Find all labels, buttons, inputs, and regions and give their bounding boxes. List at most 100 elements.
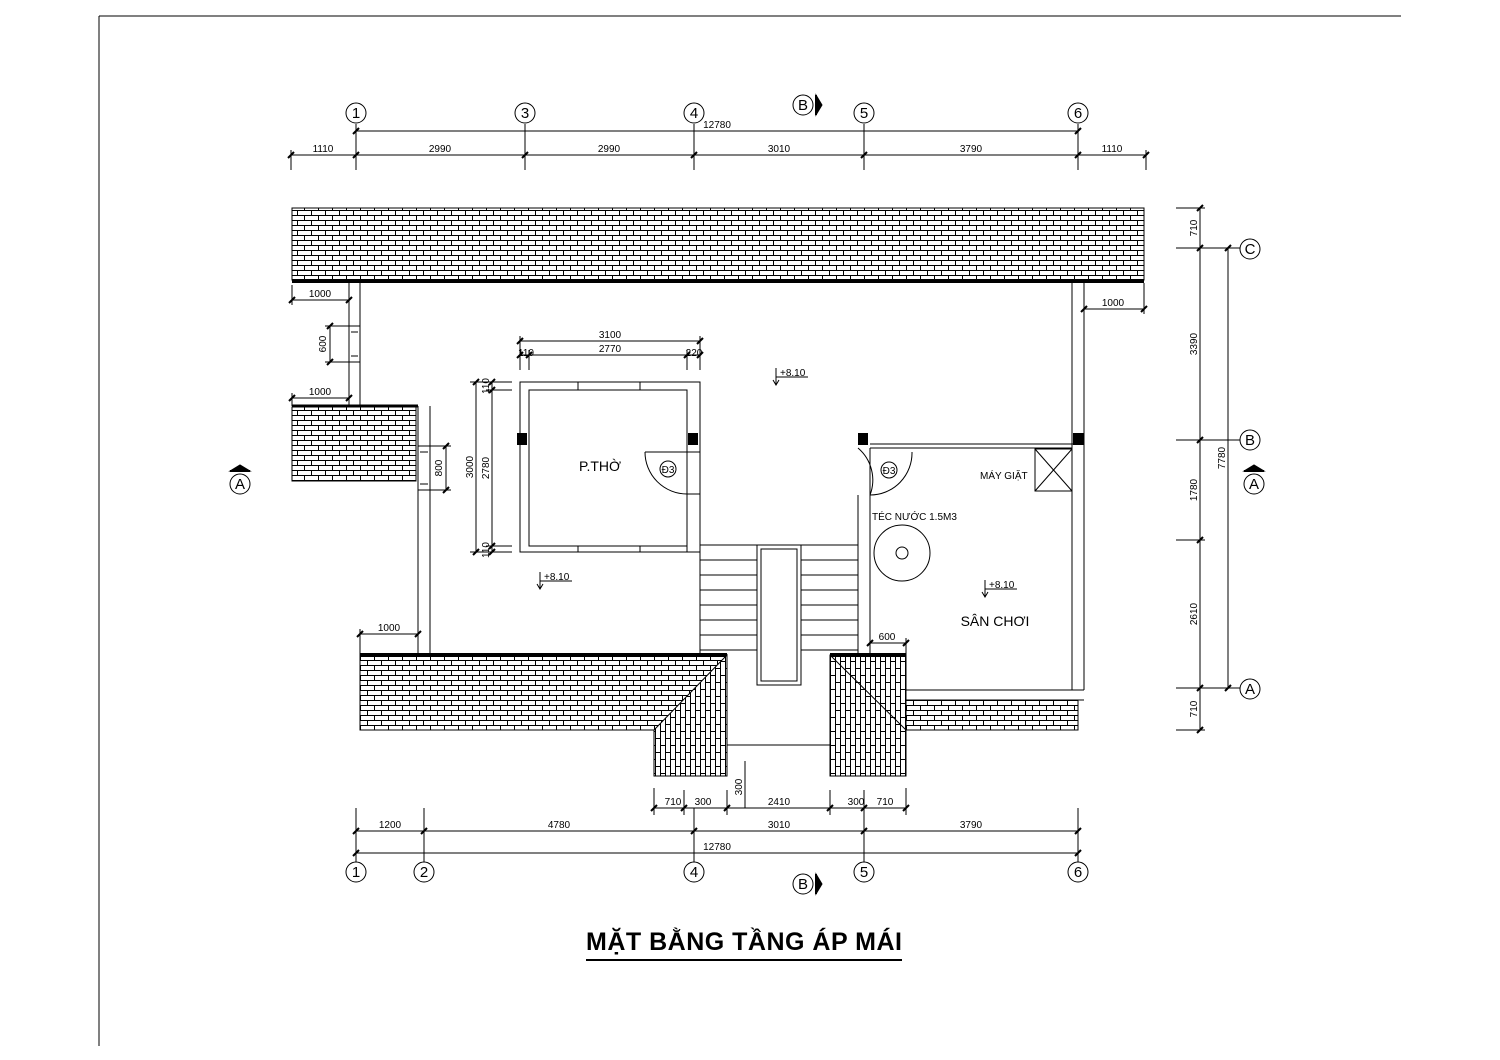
stair-column-left bbox=[858, 433, 868, 445]
dim-top-1: 1110 bbox=[313, 144, 334, 155]
dim-top-4: 3010 bbox=[768, 144, 791, 155]
dim-shrine-height-top: 110 bbox=[481, 378, 492, 394]
dim-stair-3: 2410 bbox=[768, 797, 791, 808]
dim-shrine-height-inner: 2780 bbox=[481, 456, 492, 479]
bottom-right-roof bbox=[905, 699, 1079, 731]
right-ledge-dim bbox=[866, 638, 910, 655]
water-tank bbox=[873, 524, 931, 582]
level-right: +8.10 bbox=[989, 580, 1015, 591]
washing-machine bbox=[1034, 448, 1073, 492]
door-tag-shrine: Đ3 bbox=[662, 465, 675, 476]
right-overhang-dim bbox=[1080, 283, 1148, 314]
door-tag-playground: Đ3 bbox=[883, 466, 896, 477]
dim-bottom-3: 3010 bbox=[768, 820, 791, 831]
dim-top-6: 1110 bbox=[1102, 144, 1123, 155]
top-roof-eave bbox=[291, 207, 1145, 281]
drawing-title: MẶT BẰNG TẦNG ÁP MÁI bbox=[586, 928, 903, 961]
dim-left-overhang-top: 1000 bbox=[309, 289, 332, 300]
right-axis-bubbles bbox=[1239, 238, 1261, 700]
bottom-dimension-chain bbox=[352, 808, 1082, 862]
dim-right-overhang: 1000 bbox=[1102, 298, 1125, 309]
left-side-dims bbox=[288, 285, 451, 655]
section-b-bottom-marker bbox=[792, 872, 823, 896]
washer-label: MÁY GIẶT bbox=[980, 469, 1028, 482]
dim-right-1: 710 bbox=[1189, 219, 1200, 236]
bottom-right-hip bbox=[829, 654, 907, 777]
dim-left-overhang-mid: 1000 bbox=[309, 387, 332, 398]
shrine-room-walls bbox=[519, 381, 701, 655]
axis-right-c: C bbox=[1245, 241, 1256, 258]
tank-label: TÉC NƯỚC 1.5M3 bbox=[872, 510, 957, 523]
dim-bottom-4: 3790 bbox=[960, 820, 983, 831]
level-markers bbox=[536, 368, 1017, 598]
section-a-right-label: A bbox=[1249, 476, 1259, 493]
top-dimension-chain bbox=[287, 124, 1150, 170]
dim-stair-depth: 300 bbox=[734, 778, 745, 795]
axis-top-6: 6 bbox=[1074, 105, 1082, 122]
dim-stair-2: 300 bbox=[695, 797, 712, 808]
axis-top-4: 4 bbox=[690, 105, 698, 122]
section-a-left-marker bbox=[228, 464, 252, 495]
dim-shrine-inner: 2770 bbox=[599, 344, 622, 355]
dim-right-5: 710 bbox=[1189, 700, 1200, 717]
axis-bottom-1: 1 bbox=[352, 864, 360, 881]
axis-bottom-2: 2 bbox=[420, 864, 428, 881]
playground-door-swing bbox=[857, 447, 913, 496]
dim-top-3: 2990 bbox=[598, 144, 621, 155]
dim-right-2: 3390 bbox=[1189, 332, 1200, 355]
dim-stair-1: 710 bbox=[665, 797, 682, 808]
door-tags bbox=[659, 460, 898, 479]
bottom-axis-bubbles bbox=[345, 861, 1089, 883]
section-b-top-label: B bbox=[798, 97, 808, 114]
right-dimension-chain bbox=[1176, 204, 1240, 734]
dim-bottom-2: 4780 bbox=[548, 820, 571, 831]
left-roof-patch bbox=[291, 406, 417, 482]
shrine-door-swing bbox=[644, 451, 688, 495]
section-b-top-marker bbox=[792, 93, 823, 117]
top-total-dim: 12780 bbox=[703, 120, 731, 131]
axis-bottom-5: 5 bbox=[860, 864, 868, 881]
bottom-left-hip bbox=[653, 653, 728, 777]
exterior-walls bbox=[348, 283, 1085, 701]
section-a-right-marker bbox=[1242, 464, 1266, 495]
level-top: +8.10 bbox=[780, 368, 806, 379]
axis-right-b: B bbox=[1245, 432, 1255, 449]
shrine-column-left bbox=[517, 433, 527, 445]
dim-right-total: 7780 bbox=[1217, 446, 1228, 469]
axis-bottom-6: 6 bbox=[1074, 864, 1082, 881]
section-a-left-label: A bbox=[235, 476, 245, 493]
axis-top-5: 5 bbox=[860, 105, 868, 122]
shrine-dims bbox=[470, 336, 704, 556]
dim-bottom-total: 12780 bbox=[703, 842, 731, 853]
dim-right-ledge: 600 bbox=[879, 632, 896, 643]
top-axis-bubbles bbox=[345, 102, 1089, 124]
dim-left-vent: 800 bbox=[434, 459, 445, 476]
dim-left-window: 600 bbox=[318, 335, 329, 352]
dim-stair-4: 300 bbox=[848, 797, 865, 808]
dim-top-2: 2990 bbox=[429, 144, 452, 155]
dim-top-5: 3790 bbox=[960, 144, 983, 155]
dim-bottom-1: 1200 bbox=[379, 820, 402, 831]
playground-column bbox=[1073, 433, 1084, 445]
dim-right-3: 1780 bbox=[1189, 478, 1200, 501]
section-b-bottom-label: B bbox=[798, 876, 808, 893]
sheet-border bbox=[98, 15, 1401, 1046]
dim-right-4: 2610 bbox=[1189, 602, 1200, 625]
axis-top-1: 1 bbox=[352, 105, 360, 122]
dim-stair-5: 710 bbox=[877, 797, 894, 808]
dim-shrine-right: 220 bbox=[686, 348, 703, 359]
top-segment-dims: 1110 2990 2990 3010 3790 1110 bbox=[313, 144, 1123, 155]
dim-shrine-height-total: 3000 bbox=[465, 455, 476, 478]
room-label-shrine: P.THỜ bbox=[579, 458, 621, 474]
axis-bottom-4: 4 bbox=[690, 864, 698, 881]
shrine-column-right bbox=[688, 433, 698, 445]
dim-shrine-left: 110 bbox=[518, 348, 534, 359]
axis-right-a: A bbox=[1245, 681, 1255, 698]
room-label-playground: SÂN CHƠI bbox=[961, 613, 1030, 629]
axis-top-3: 3 bbox=[521, 105, 529, 122]
dim-shrine-total: 3100 bbox=[599, 330, 622, 341]
dim-left-overhang-bottom: 1000 bbox=[378, 623, 401, 634]
dim-shrine-height-bottom: 110 bbox=[481, 542, 492, 558]
bottom-right-hip-line bbox=[829, 654, 907, 731]
